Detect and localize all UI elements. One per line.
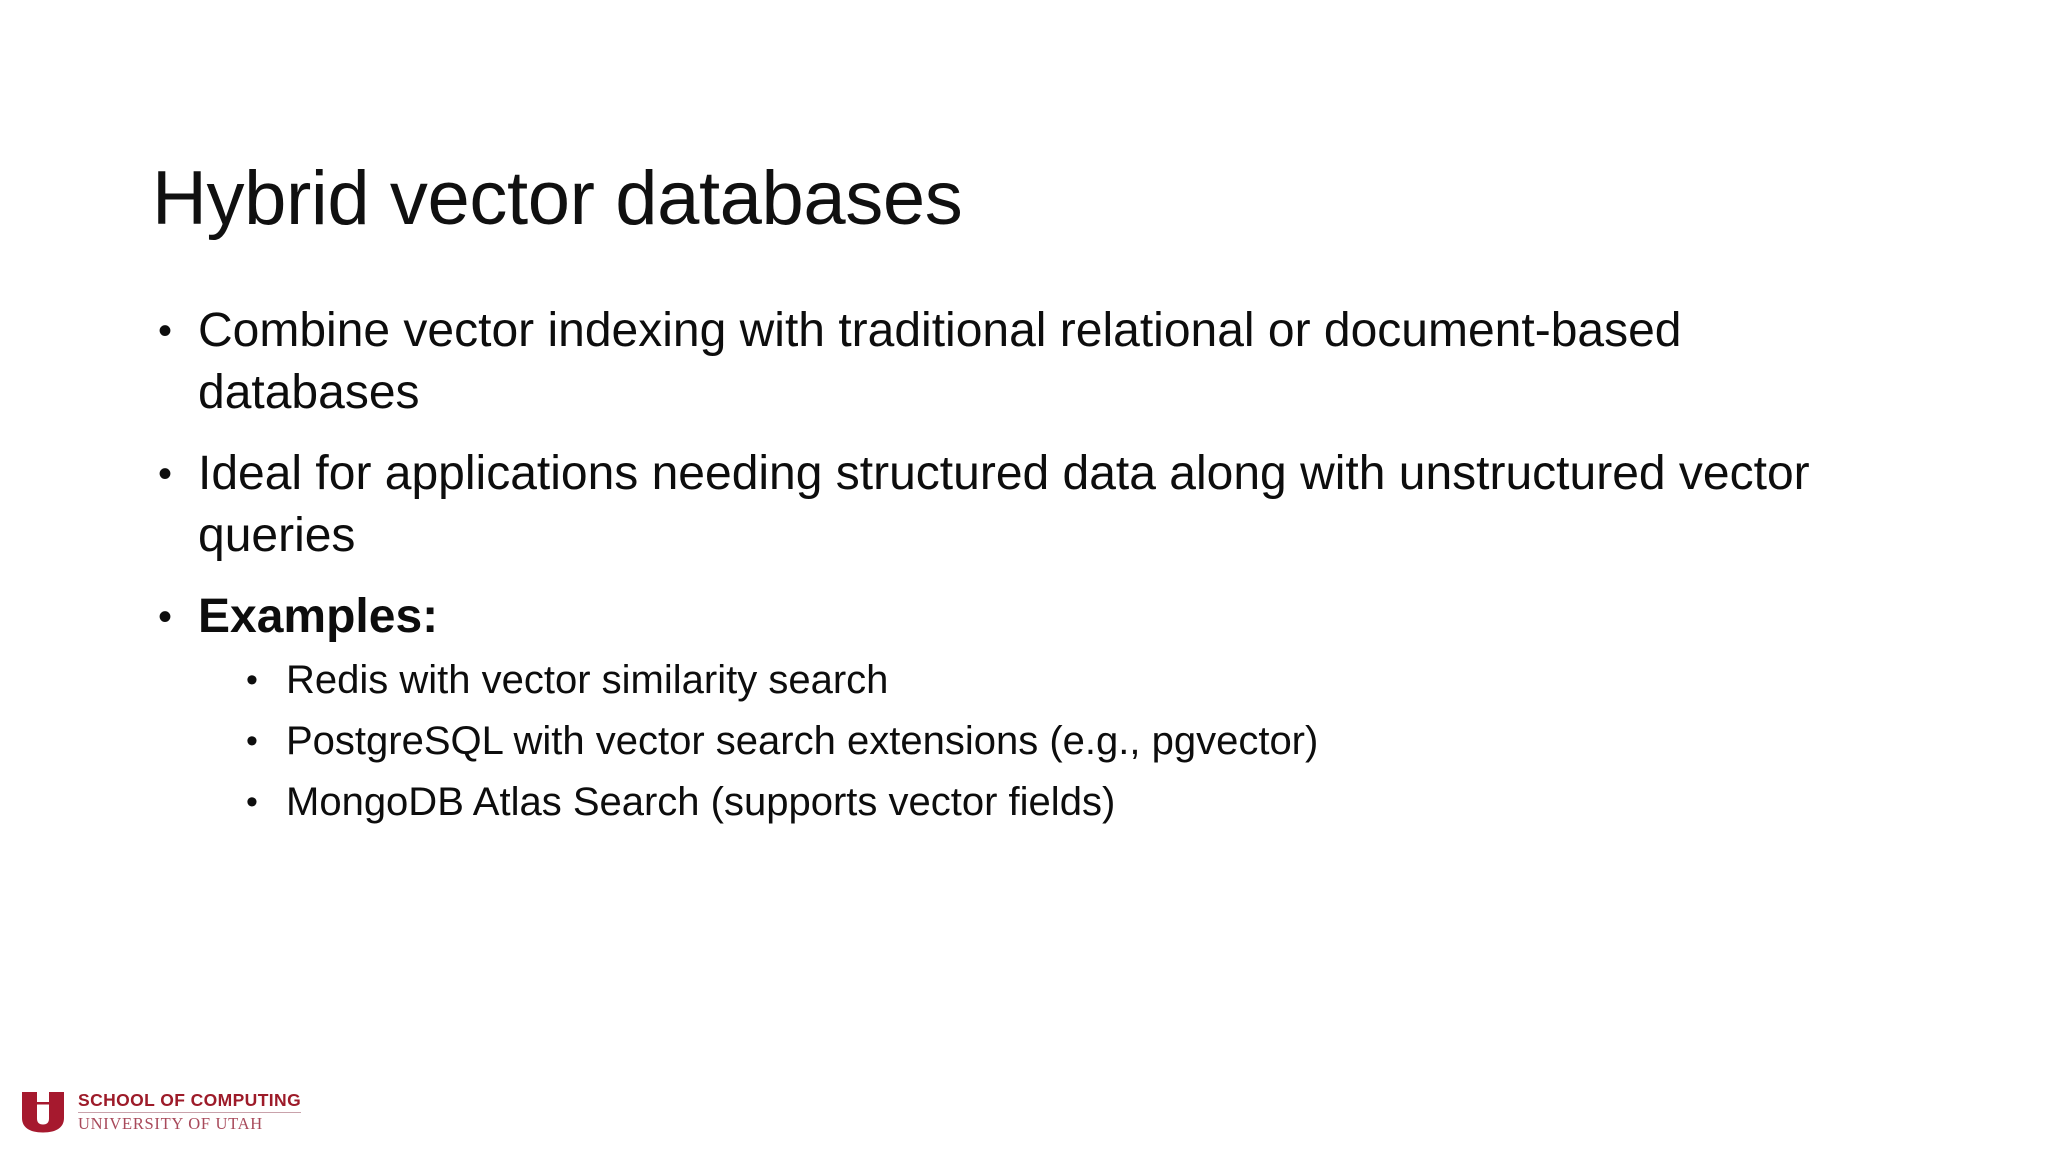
logo-wordmark: SCHOOL OF COMPUTING UNIVERSITY OF UTAH [78, 1091, 302, 1133]
list-item-text: Ideal for applications needing structure… [198, 446, 1810, 563]
list-item: • Ideal for applications needing structu… [152, 443, 1838, 568]
list-item: • Redis with vector similarity search [240, 654, 1838, 707]
bullet-marker-icon: • [158, 594, 173, 639]
list-item-text: Redis with vector similarity search [286, 657, 889, 702]
list-item-examples: • Examples: • Redis with vector similari… [152, 586, 1838, 829]
page-title: Hybrid vector databases [152, 155, 963, 241]
list-item-text: PostgreSQL with vector search extensions… [286, 718, 1319, 763]
list-item-text: Combine vector indexing with traditional… [198, 304, 1682, 420]
bullet-marker-icon: • [246, 721, 258, 760]
logo-university-name: UNIVERSITY OF UTAH [78, 1113, 263, 1133]
block-u-icon [20, 1089, 66, 1135]
bullet-list-level2: • Redis with vector similarity search • … [198, 654, 1838, 828]
bullet-marker-icon: • [158, 451, 173, 496]
logo-school-name: SCHOOL OF COMPUTING [78, 1091, 302, 1113]
bullet-marker-icon: • [246, 782, 258, 821]
list-item-text: MongoDB Atlas Search (supports vector fi… [286, 779, 1116, 824]
list-item: • PostgreSQL with vector search extensio… [240, 715, 1838, 768]
list-item: • Combine vector indexing with tradition… [152, 300, 1838, 425]
bullet-marker-icon: • [246, 660, 258, 699]
bullet-list-level1: • Combine vector indexing with tradition… [152, 300, 1912, 828]
bullet-marker-icon: • [158, 309, 173, 353]
list-item: • MongoDB Atlas Search (supports vector … [240, 776, 1838, 829]
university-logo: SCHOOL OF COMPUTING UNIVERSITY OF UTAH [20, 1084, 302, 1140]
list-item-text: Examples: [198, 589, 439, 643]
slide-body: • Combine vector indexing with tradition… [152, 300, 1912, 846]
